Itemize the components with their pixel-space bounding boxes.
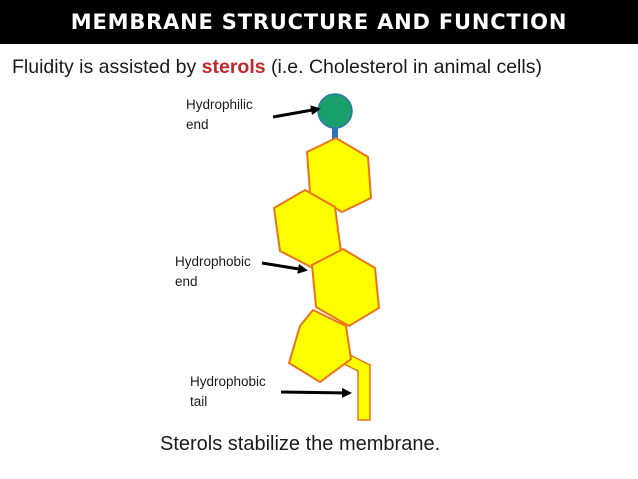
subtitle: Fluidity is assisted by sterols (i.e. Ch… — [12, 56, 542, 79]
hydrophobic-end-arrow — [261, 261, 308, 274]
subtitle-text-end: (i.e. Cholesterol in animal cells) — [265, 56, 542, 78]
hydrophobic-tail-label: Hydrophobic tail — [190, 372, 266, 412]
subtitle-text-start: Fluidity is assisted by — [12, 56, 202, 78]
sterol-ring-4 — [287, 308, 353, 384]
hydrophobic-tail-arrow — [280, 387, 352, 398]
hydrophobic-end-label-line1: Hydrophobic — [175, 254, 251, 269]
hydrophilic-label-line2: end — [186, 117, 209, 132]
hydrophilic-label-line1: Hydrophilic — [186, 97, 253, 112]
hydrophilic-head-circle — [317, 93, 353, 129]
hydrophobic-tail-label-line2: tail — [190, 394, 208, 409]
hydrophobic-end-label-line2: end — [175, 274, 198, 289]
caption: Sterols stabilize the membrane. — [160, 433, 441, 455]
page-title: MEMBRANE STRUCTURE AND FUNCTION — [70, 10, 568, 34]
hydrophobic-end-label: Hydrophobic end — [175, 252, 251, 292]
hydrophilic-label: Hydrophilic end — [186, 95, 253, 135]
hydrophobic-tail-label-line1: Hydrophobic — [190, 374, 266, 389]
title-bar: MEMBRANE STRUCTURE AND FUNCTION — [0, 0, 638, 44]
sterol-ring-1 — [305, 136, 373, 214]
hydrophobic-tail — [342, 354, 371, 421]
sterol-ring-3 — [310, 247, 381, 328]
hydrophilic-arrow — [272, 105, 321, 119]
head-connector-stem — [332, 126, 338, 141]
subtitle-highlight-sterols: sterols — [201, 56, 266, 78]
